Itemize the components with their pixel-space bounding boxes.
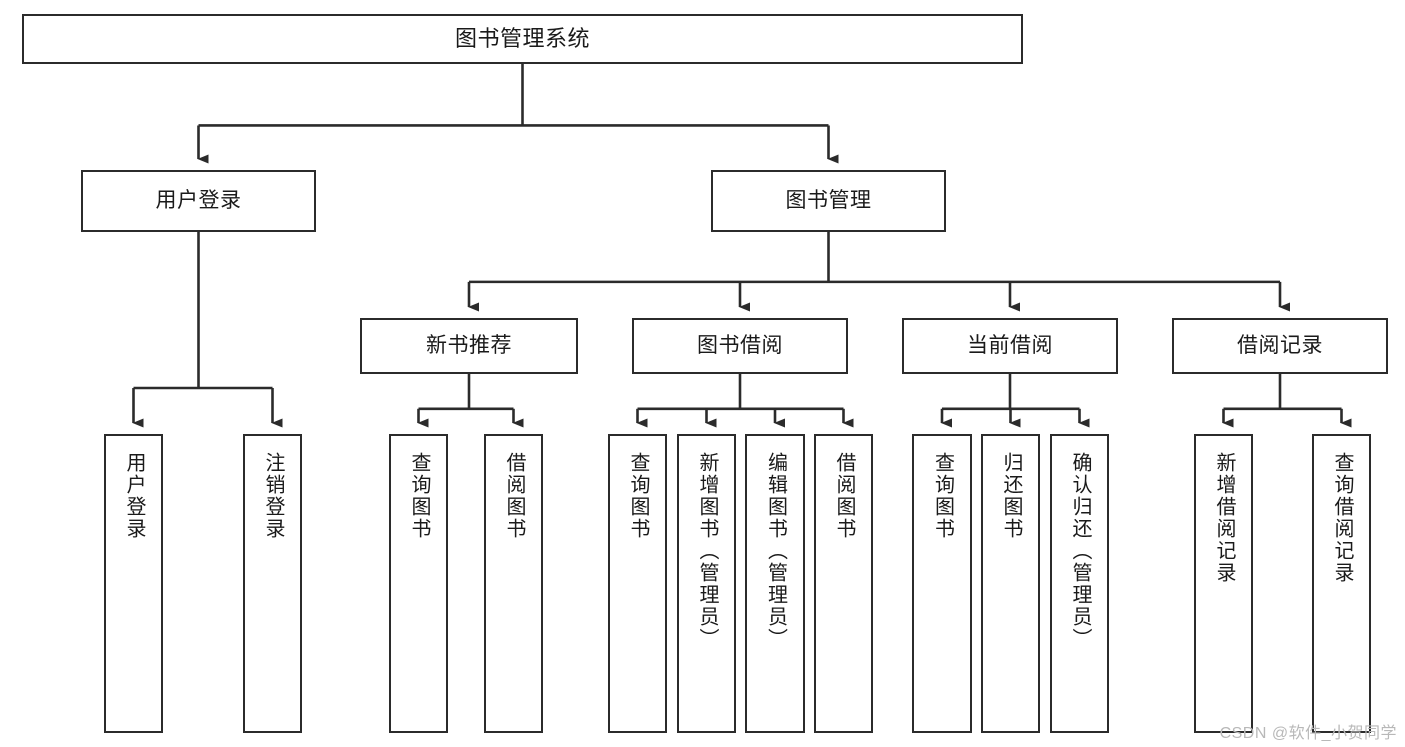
node-label: 查询图书	[408, 452, 430, 540]
node-leaf-return-book[interactable]: 归还图书	[981, 434, 1040, 733]
node-book-borrow[interactable]: 图书借阅	[632, 318, 848, 374]
node-leaf-borrow-book-1[interactable]: 借阅图书	[484, 434, 543, 733]
node-label: 归还图书	[1000, 452, 1022, 540]
node-label: 图书借阅	[697, 333, 783, 357]
node-label: 借阅图书	[833, 452, 855, 540]
node-leaf-query-book-1[interactable]: 查询图书	[389, 434, 448, 733]
node-label: 查询借阅记录	[1331, 452, 1353, 584]
node-label: 注销登录	[262, 452, 284, 540]
node-leaf-borrow-book-2[interactable]: 借阅图书	[814, 434, 873, 733]
node-leaf-user-login[interactable]: 用户登录	[104, 434, 163, 733]
node-current-borrow[interactable]: 当前借阅	[902, 318, 1118, 374]
node-label: 用户登录	[123, 452, 145, 540]
node-label: 当前借阅	[967, 333, 1053, 357]
node-label: 编辑图书（管理员）	[764, 452, 787, 650]
node-label: 查询图书	[627, 452, 649, 540]
node-label: 图书管理	[785, 188, 872, 212]
node-label: 借阅记录	[1237, 333, 1323, 357]
node-leaf-edit-book[interactable]: 编辑图书（管理员）	[745, 434, 805, 733]
node-label: 新增借阅记录	[1213, 452, 1235, 584]
node-leaf-query-record[interactable]: 查询借阅记录	[1312, 434, 1371, 733]
node-leaf-add-record[interactable]: 新增借阅记录	[1194, 434, 1253, 733]
node-new-book-recommend[interactable]: 新书推荐	[360, 318, 578, 374]
node-label: 确认归还（管理员）	[1069, 452, 1091, 650]
node-root[interactable]: 图书管理系统	[22, 14, 1023, 64]
node-borrow-record[interactable]: 借阅记录	[1172, 318, 1388, 374]
node-label: 新书推荐	[426, 333, 512, 357]
node-leaf-add-book[interactable]: 新增图书（管理员）	[677, 434, 736, 733]
node-leaf-confirm-return[interactable]: 确认归还（管理员）	[1050, 434, 1109, 733]
node-label: 查询图书	[931, 452, 954, 540]
node-leaf-query-book-2[interactable]: 查询图书	[608, 434, 667, 733]
node-label: 新增图书（管理员）	[696, 452, 718, 650]
node-leaf-query-book-3[interactable]: 查询图书	[912, 434, 972, 733]
node-leaf-logout[interactable]: 注销登录	[243, 434, 302, 733]
node-book-manage[interactable]: 图书管理	[711, 170, 946, 232]
node-label: 用户登录	[155, 188, 242, 212]
node-user-login[interactable]: 用户登录	[81, 170, 316, 232]
node-label: 借阅图书	[503, 452, 525, 540]
watermark: CSDN @软件_小贺同学	[1219, 725, 1397, 742]
node-label: 图书管理系统	[454, 26, 590, 52]
